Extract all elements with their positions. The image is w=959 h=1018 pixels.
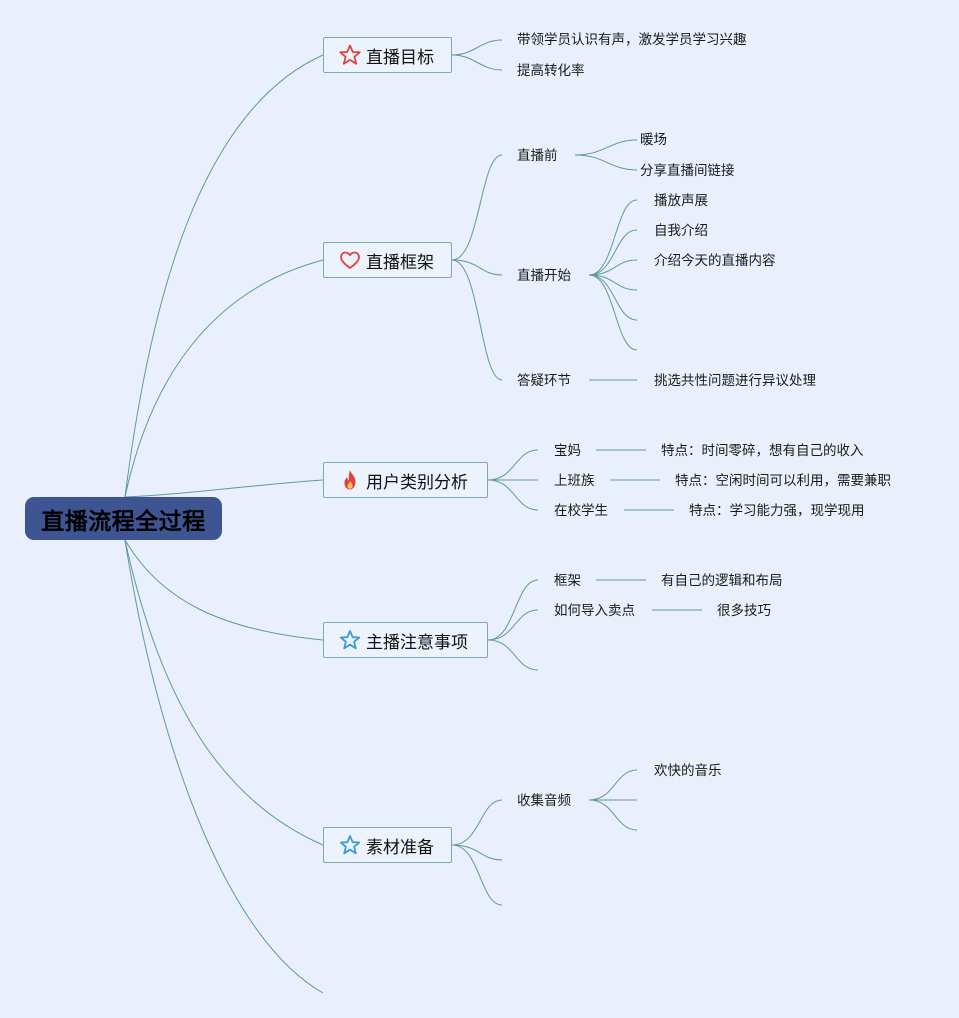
- branch-live-goal[interactable]: 直播目标: [323, 37, 452, 73]
- branch-material-prep[interactable]: 素材准备: [323, 827, 452, 863]
- host-note[interactable]: 框架: [554, 573, 581, 589]
- branch-label: 素材准备: [366, 837, 434, 858]
- host-note[interactable]: 如何导入卖点: [554, 603, 635, 619]
- branch-user-analysis[interactable]: 用户类别分析: [323, 462, 488, 498]
- user-type[interactable]: 宝妈: [554, 443, 581, 459]
- branch-label: 用户类别分析: [366, 472, 468, 493]
- framework-before-item[interactable]: 分享直播间链接: [640, 163, 735, 179]
- goal-item[interactable]: 提高转化率: [517, 63, 585, 79]
- host-note-detail[interactable]: 有自己的逻辑和布局: [661, 573, 783, 589]
- red-heart-icon: [338, 248, 362, 272]
- fire-icon: [338, 468, 362, 492]
- root-topic-label: 直播流程全过程: [41, 508, 206, 535]
- branch-host-notes[interactable]: 主播注意事项: [323, 622, 488, 658]
- framework-start-item[interactable]: 介绍今天的直播内容: [654, 253, 776, 269]
- goal-item[interactable]: 带领学员认识有声，激发学员学习兴趣: [517, 32, 747, 48]
- blue-star-icon: [338, 833, 362, 857]
- red-star-icon: [338, 43, 362, 67]
- framework-start-item[interactable]: 自我介绍: [654, 223, 708, 239]
- branch-label: 直播框架: [366, 252, 434, 273]
- branch-label: 主播注意事项: [366, 632, 468, 653]
- user-type[interactable]: 上班族: [554, 473, 595, 489]
- framework-start-item[interactable]: 播放声展: [654, 193, 708, 209]
- branch-live-framework[interactable]: 直播框架: [323, 242, 452, 278]
- framework-qa-item[interactable]: 挑选共性问题进行异议处理: [654, 373, 816, 389]
- framework-start[interactable]: 直播开始: [517, 268, 571, 284]
- blue-star-icon: [338, 628, 362, 652]
- framework-before-item[interactable]: 暖场: [640, 132, 667, 148]
- material-item[interactable]: 收集音频: [517, 793, 571, 809]
- user-trait[interactable]: 特点：学习能力强，现学现用: [689, 503, 865, 519]
- framework-before[interactable]: 直播前: [517, 148, 558, 164]
- host-note-detail[interactable]: 很多技巧: [717, 603, 771, 619]
- user-trait[interactable]: 特点：空闲时间可以利用，需要兼职: [675, 473, 891, 489]
- branch-label: 直播目标: [366, 47, 434, 68]
- user-type[interactable]: 在校学生: [554, 503, 608, 519]
- user-trait[interactable]: 特点：时间零碎，想有自己的收入: [661, 443, 864, 459]
- material-item-detail[interactable]: 欢快的音乐: [654, 763, 722, 779]
- framework-qa[interactable]: 答疑环节: [517, 373, 571, 389]
- root-topic[interactable]: 直播流程全过程: [25, 497, 222, 540]
